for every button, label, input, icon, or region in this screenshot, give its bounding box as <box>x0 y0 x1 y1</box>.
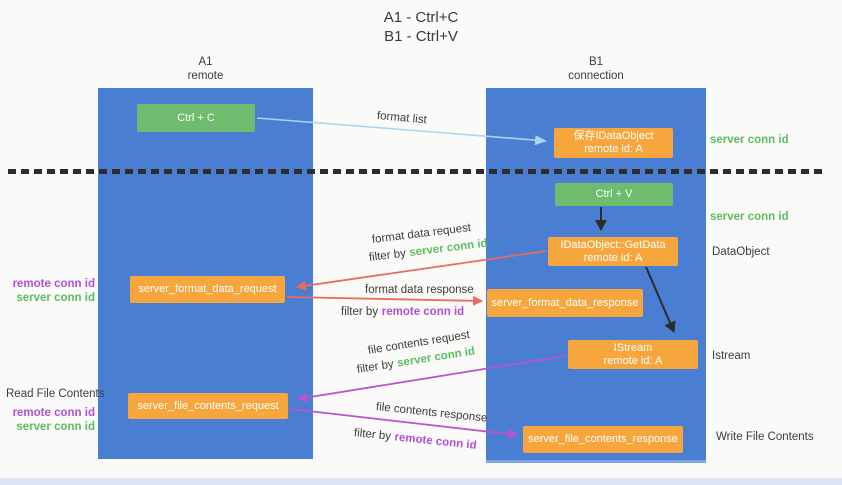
save-dataobject-line1: 保存IDataObject <box>573 130 654 142</box>
node-save-dataobject: 保存IDataObject remote id: A <box>554 128 673 158</box>
node-file-request: server_file_contents_request <box>128 393 288 419</box>
server-conn-id-text: server conn id <box>16 421 95 433</box>
filter-by-text: filter by <box>353 427 392 443</box>
phase-separator-line <box>8 169 826 174</box>
column-a1-role: remote <box>187 70 224 82</box>
column-a1-name: A1 <box>198 56 213 68</box>
file-response-label: server_file_contents_response <box>528 433 678 445</box>
file-request-label: server_file_contents_request <box>137 399 279 412</box>
column-header-a1: A1 remote <box>98 55 313 83</box>
format-response-label: server_format_data_response <box>491 296 639 309</box>
getdata-line1: IDataObject::GetData <box>560 238 666 251</box>
node-ctrl-v: Ctrl + V <box>555 183 673 206</box>
remote-conn-id-text: remote conn id <box>393 431 478 452</box>
write-file-contents-label: Write File Contents <box>716 431 814 443</box>
column-b1-role: connection <box>568 70 624 82</box>
server-conn-id-text: server conn id <box>710 134 789 146</box>
format-list-label: format list <box>376 110 428 127</box>
read-file-contents-label: Read File Contents <box>6 388 105 400</box>
node-format-request: server_format_data_request <box>130 276 285 303</box>
server-conn-id-text: server conn id <box>408 237 489 259</box>
istream-line1: IStream <box>613 341 653 354</box>
node-ctrl-c: Ctrl + C <box>137 104 255 132</box>
file-request-conn-ids: remote conn id server conn id <box>0 406 95 434</box>
remote-conn-id-text: remote conn id <box>12 278 95 290</box>
server-conn-id-text: server conn id <box>16 292 95 304</box>
title-line1: A1 - Ctrl+C <box>383 9 459 26</box>
remote-conn-id-text: remote conn id <box>12 407 95 419</box>
node-format-response: server_format_data_response <box>487 289 643 317</box>
remote-conn-id-text: remote conn id <box>381 306 465 318</box>
window-bottom-edge <box>0 478 842 485</box>
node-file-response: server_file_contents_response <box>523 426 683 453</box>
filter-by-text: filter by <box>368 247 407 264</box>
filter-by-text: filter by <box>356 358 395 376</box>
title-line2: B1 - Ctrl+V <box>384 28 458 45</box>
diagram-title: A1 - Ctrl+C B1 - Ctrl+V <box>0 8 842 46</box>
format-request-conn-ids: remote conn id server conn id <box>0 277 95 305</box>
file-contents-response-label: file contents response <box>375 401 488 425</box>
filter-by-text: filter by <box>341 306 379 318</box>
istream-line2: remote id: A <box>603 354 663 367</box>
column-b1-name: B1 <box>588 56 604 68</box>
node-getdata: IDataObject::GetData remote id: A <box>548 237 678 266</box>
node-istream: IStream remote id: A <box>568 340 698 369</box>
dataobject-label: DataObject <box>712 246 770 258</box>
istream-side-label: Istream <box>712 350 751 362</box>
ctrl-c-label: Ctrl + C <box>177 111 215 124</box>
ctrl-v-label: Ctrl + V <box>595 188 633 200</box>
getdata-line2: remote id: A <box>583 251 643 264</box>
format-response-arrow <box>286 295 483 306</box>
save-dataobject-line2: remote id: A <box>584 143 643 155</box>
format-request-label: server_format_data_request <box>138 283 277 295</box>
server-conn-id-text: server conn id <box>710 211 789 223</box>
format-data-response-label: format data response <box>365 284 474 296</box>
column-header-b1: B1 connection <box>486 55 706 83</box>
